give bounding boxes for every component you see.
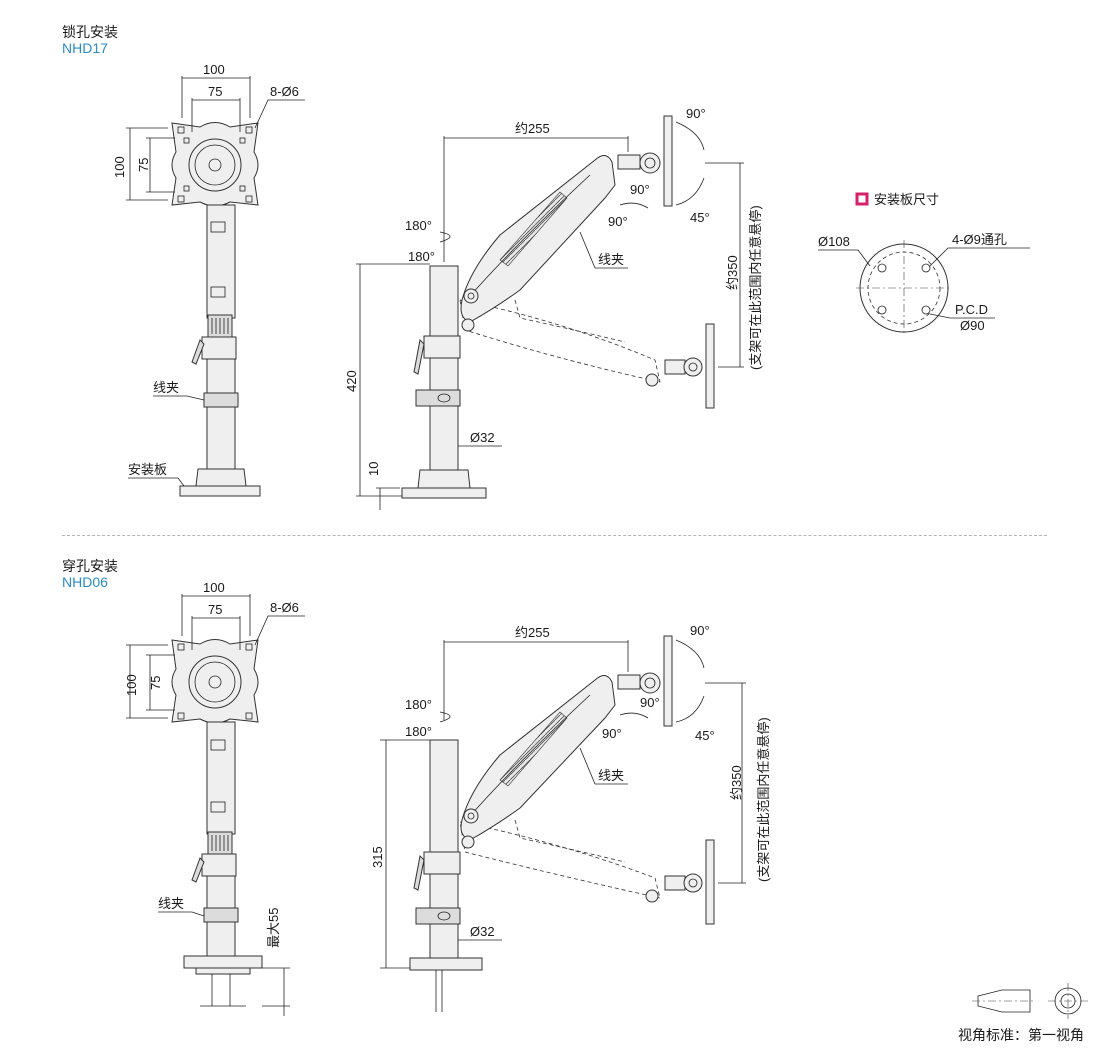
label-cable-clip: 线夹	[153, 380, 179, 395]
dim-base-10: 10	[366, 462, 381, 476]
rot-90-a-b: 90°	[640, 695, 660, 710]
dim-reach-b: 约255	[515, 625, 550, 640]
projection-label: 视角标准：第一视角	[958, 1027, 1084, 1043]
dim-vertical-range-b: 约350	[729, 765, 744, 800]
tilt-45-b: 45°	[695, 728, 715, 743]
rot-180-lower: 180°	[408, 249, 435, 264]
bottom-front-view: 100 75 8-Ø6 100 75 线夹 最大55	[124, 580, 305, 1016]
cable-clip-front	[203, 392, 239, 408]
rot-180-lower-b: 180°	[405, 724, 432, 739]
projection-cone-icon	[977, 989, 1031, 1013]
rot-180-upper: 180°	[405, 218, 432, 233]
projection-symbol: 视角标准：第一视角	[958, 983, 1088, 1043]
dim-range-note: (支架可在此范围内任意悬停)	[748, 205, 763, 370]
label-cable-clip-side-b: 线夹	[598, 768, 624, 783]
dim-height-100-b: 100	[124, 674, 139, 696]
top-section-model: NHD17	[62, 40, 108, 56]
bottom-side-view: 约255 180° 180° 90° 90° 90° 45° 线夹 315 Ø3…	[370, 623, 771, 1012]
tilt-45: 45°	[690, 210, 710, 225]
base-front	[195, 468, 247, 487]
rot-180-upper-b: 180°	[405, 697, 432, 712]
dim-range-note-b: (支架可在此范围内任意悬停)	[756, 717, 771, 882]
bottom-section-title: 穿孔安装	[62, 558, 118, 574]
plate-pcd-value: Ø90	[960, 318, 985, 333]
top-section-title: 锁孔安装	[62, 24, 118, 40]
arm-front	[206, 204, 236, 319]
plate-outer-diameter: Ø108	[818, 234, 850, 249]
dim-reach: 约255	[515, 121, 550, 136]
pole-side	[429, 265, 459, 471]
dim-vertical-range: 约350	[725, 255, 740, 290]
dim-max-55: 最大55	[266, 908, 281, 948]
dim-height-75: 75	[136, 158, 151, 172]
plate-pcd-label: P.C.D	[955, 302, 988, 317]
dim-pole-diameter-b: Ø32	[470, 924, 495, 939]
dim-width-75-b: 75	[208, 602, 222, 617]
dim-pole-diameter: Ø32	[470, 430, 495, 445]
top-front-view: 100 75 8-Ø6 100 75 线夹 安装板	[112, 62, 305, 497]
label-cable-clip-side: 线夹	[598, 252, 624, 267]
rot-90-b: 90°	[608, 214, 628, 229]
plate-detail: 安装板尺寸 Ø108 4-Ø9通孔 P.C.D Ø90	[818, 192, 1030, 336]
plate-holes: 4-Ø9通孔	[952, 232, 1007, 247]
dim-height-315: 315	[370, 846, 385, 868]
vesa-hub	[188, 138, 242, 192]
rot-90-b-b: 90°	[602, 726, 622, 741]
bottom-section-model: NHD06	[62, 574, 108, 590]
tilt-plate-top	[663, 115, 673, 207]
tilt-90-top: 90°	[686, 106, 706, 121]
label-mount-plate: 安装板	[128, 462, 167, 477]
dim-width-100-b: 100	[203, 580, 225, 595]
dim-width-75: 75	[208, 84, 222, 99]
lock-lever	[191, 339, 205, 365]
tilt-plate-bottom	[705, 323, 715, 409]
pole-front	[206, 358, 236, 470]
dim-holes: 8-Ø6	[270, 84, 299, 99]
upper-arm	[460, 155, 616, 323]
dim-width-100: 100	[203, 62, 225, 77]
height-collar	[201, 336, 237, 360]
plate-detail-title: 安装板尺寸	[874, 192, 939, 207]
dim-height-420: 420	[344, 370, 359, 392]
legend-marker	[855, 192, 869, 206]
dim-height-75-b: 75	[148, 676, 163, 690]
dim-height-100: 100	[112, 156, 127, 178]
section-divider	[62, 535, 1047, 536]
dim-holes-b: 8-Ø6	[270, 600, 299, 615]
rot-90-a: 90°	[630, 182, 650, 197]
label-cable-clip-b: 线夹	[158, 896, 184, 911]
tilt-90-top-b: 90°	[690, 623, 710, 638]
top-side-view: 约255 180° 180° 90° 90° 90° 45° 线夹 420 10…	[344, 106, 763, 510]
